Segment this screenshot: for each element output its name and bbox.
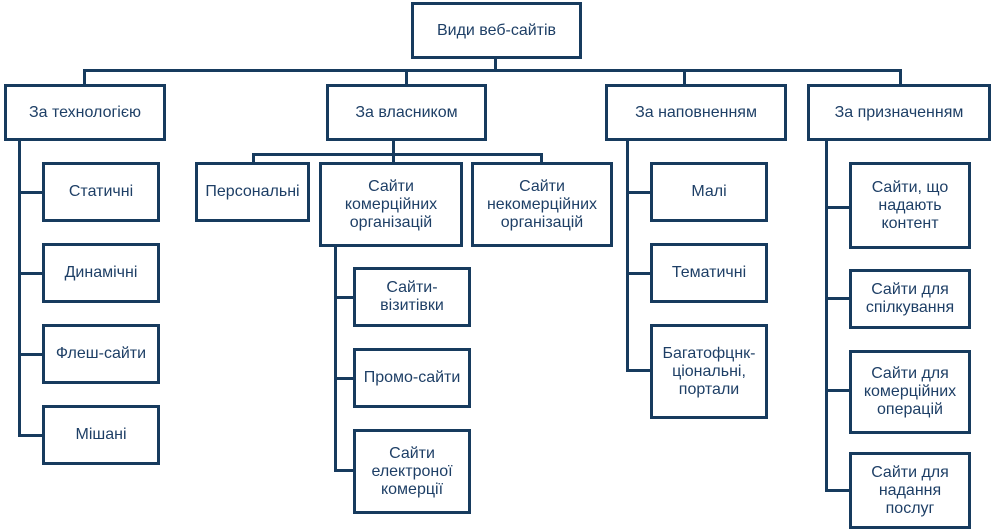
item-personal: Персональні — [195, 162, 310, 222]
item-commercial-ops: Сайти для комерційних операцій — [849, 350, 971, 434]
item-thematic: Тематичні — [650, 243, 768, 303]
category-technology: За технологією — [4, 84, 166, 141]
category-purpose: За призначенням — [807, 84, 991, 141]
connector — [252, 153, 543, 156]
connector — [626, 191, 652, 194]
item-services: Сайти для надання послуг — [849, 452, 971, 529]
category-owner: За власником — [326, 84, 487, 141]
item-content-providers: Сайти, що надають контент — [849, 162, 971, 249]
connector — [83, 69, 902, 72]
connector — [405, 69, 408, 86]
connector — [825, 206, 851, 209]
item-business-card: Сайти-візитівки — [353, 267, 471, 327]
connector — [334, 245, 337, 472]
connector — [825, 489, 851, 492]
connector — [252, 153, 255, 164]
connector — [540, 153, 543, 164]
item-flash: Флеш-сайти — [42, 324, 160, 384]
connector — [334, 469, 355, 472]
connector — [392, 139, 395, 155]
connector — [392, 153, 395, 164]
connector — [334, 296, 355, 299]
item-dynamic: Динамічні — [42, 243, 160, 303]
connector — [825, 297, 851, 300]
item-ecommerce: Сайти електроної комерції — [353, 429, 471, 514]
connector — [683, 69, 686, 86]
category-content: За наповненням — [605, 84, 787, 141]
connector — [18, 272, 44, 275]
connector — [825, 389, 851, 392]
connector — [626, 369, 652, 372]
item-noncommercial-orgs: Сайти некомерційних організацій — [471, 162, 613, 247]
connector — [18, 434, 44, 437]
connector — [899, 69, 902, 86]
root-node: Види веб-сайтів — [411, 2, 582, 59]
connector — [494, 57, 497, 71]
connector — [825, 139, 828, 492]
connector — [626, 139, 629, 372]
connector — [83, 69, 86, 86]
item-promo: Промо-сайти — [353, 348, 471, 408]
item-portals: Багатофцнк-ціональні, портали — [650, 324, 768, 419]
item-small: Малі — [650, 162, 768, 222]
connector — [18, 139, 21, 437]
item-static: Статичні — [42, 162, 160, 222]
connector — [626, 272, 652, 275]
connector — [18, 353, 44, 356]
connector — [18, 191, 44, 194]
connector — [334, 377, 355, 380]
item-commercial-orgs: Сайти комерційних організацій — [319, 162, 463, 247]
item-mixed: Мішані — [42, 405, 160, 465]
item-communication: Сайти для спілкування — [849, 269, 971, 329]
